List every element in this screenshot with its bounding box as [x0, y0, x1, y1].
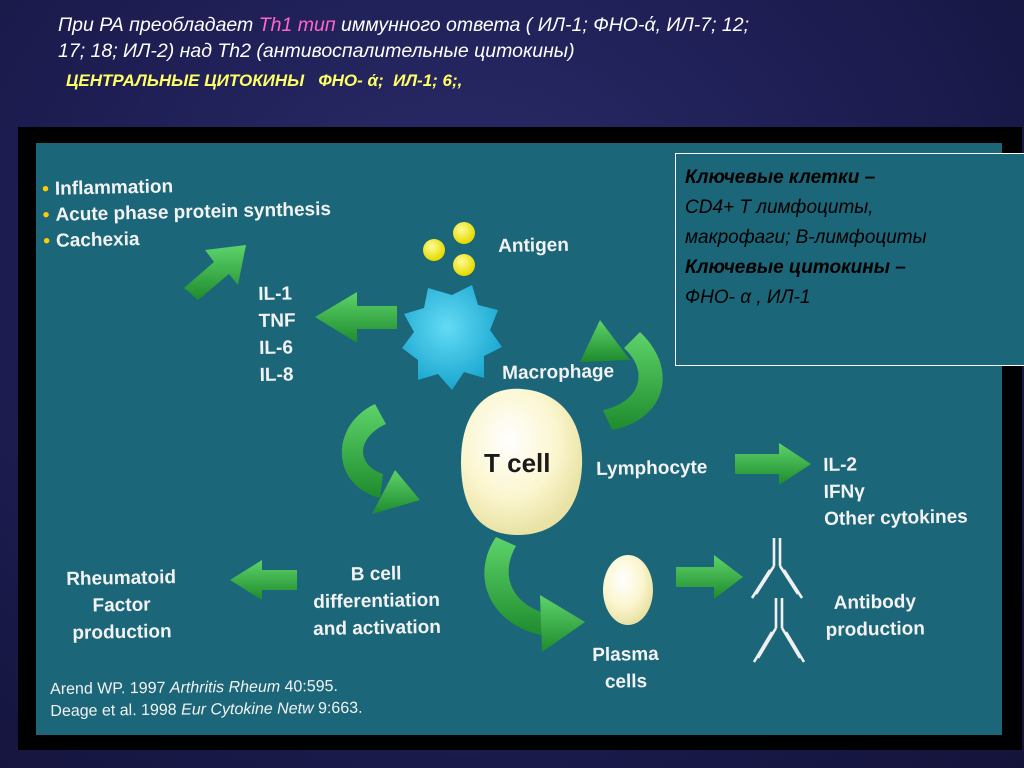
- cytokine-item: IL-6: [258, 337, 294, 359]
- key-cells-line-1: CD4+ Т лимфоциты,: [685, 197, 874, 218]
- th1-highlight: Th1 тип: [258, 14, 336, 36]
- plasma-cell: [603, 555, 653, 625]
- central-cytokines-heading: ЦЕНТРАЛЬНЫЕ ЦИТОКИНЫ ФНО- ά; ИЛ-1; 6;,: [66, 71, 463, 90]
- references: Arend WP. 1997 Arthritis Rheum 40:595. D…: [50, 676, 363, 723]
- curved-arrow-tcell-to-plasma: [484, 537, 585, 652]
- arrow-to-rheumatoid-factor: [230, 560, 297, 600]
- antigen-particle: [453, 254, 475, 276]
- reference-1: Arend WP. 1997 Arthritis Rheum 40:595.: [50, 677, 339, 698]
- key-info-box: Ключевые клетки – CD4+ Т лимфоциты, макр…: [675, 153, 1024, 366]
- cytokine-item: Other cytokines: [823, 506, 968, 530]
- curved-arrow-macrophage-to-tcell: [341, 404, 420, 514]
- arrow-to-lymphocyte-cytokines: [735, 443, 811, 485]
- key-cells-title: Ключевые клетки –: [685, 167, 876, 188]
- antigen-particle: [423, 239, 445, 261]
- arrow-to-effects: [184, 245, 246, 300]
- macrophage-label: Macrophage: [502, 361, 615, 384]
- lymphocyte-cytokines-list: IL-2 IFNγ Other cytokines: [823, 449, 968, 532]
- bullet-icon: •: [42, 178, 50, 200]
- curved-arrow-lymphocyte-to-macrophage: [580, 320, 663, 430]
- plasma-cells-label: Plasma cells: [592, 643, 659, 693]
- bullet-icon: •: [42, 204, 50, 226]
- cytokine-item: TNF: [258, 310, 296, 332]
- t-cell-label: T cell: [484, 448, 551, 478]
- slide-heading: При РА преобладает Th1 тип иммунного отв…: [58, 12, 998, 94]
- heading-line-1: При РА преобладает Th1 тип иммунного отв…: [58, 14, 750, 36]
- rheumatoid-factor-label: Rheumatoid Factor production: [66, 567, 177, 644]
- heading-line-2: 17; 18; ИЛ-2) над Th2 (антивоспалительны…: [58, 40, 575, 62]
- antibody-production-label: Antibody production: [825, 591, 926, 641]
- antibody-icon: [750, 538, 806, 663]
- t-cell: [461, 388, 583, 536]
- antigen-label: Antigen: [498, 234, 570, 257]
- cytokine-item: IFNγ: [823, 481, 866, 503]
- key-cytokines-line: ФНО- α , ИЛ-1: [685, 287, 811, 308]
- macrophage-cytokines-list: IL-1 TNF IL-6 IL-8: [258, 280, 297, 389]
- key-cells-line-2: макрофаги; В-лимфоциты: [685, 227, 927, 248]
- macrophage-cell: [402, 285, 502, 390]
- lymphocyte-label: Lymphocyte: [596, 457, 708, 480]
- key-cytokines-title: Ключевые цитокины –: [685, 257, 906, 278]
- cytokine-item: IL-8: [259, 364, 294, 386]
- bullet-icon: •: [43, 230, 51, 252]
- antigen-particle: [453, 222, 475, 244]
- arrow-to-antibody: [676, 555, 743, 599]
- antigen-particles: [423, 222, 475, 276]
- effects-list: •Inflammation •Acute phase protein synth…: [42, 171, 332, 255]
- cytokine-item: IL-2: [823, 454, 858, 476]
- reference-2: Deage et al. 1998 Eur Cytokine Netw 9:66…: [50, 699, 363, 720]
- b-cell-label: B cell differentiation and activation: [312, 563, 442, 640]
- cytokine-item: IL-1: [258, 283, 293, 305]
- arrow-to-macrophage-cytokines: [315, 292, 397, 343]
